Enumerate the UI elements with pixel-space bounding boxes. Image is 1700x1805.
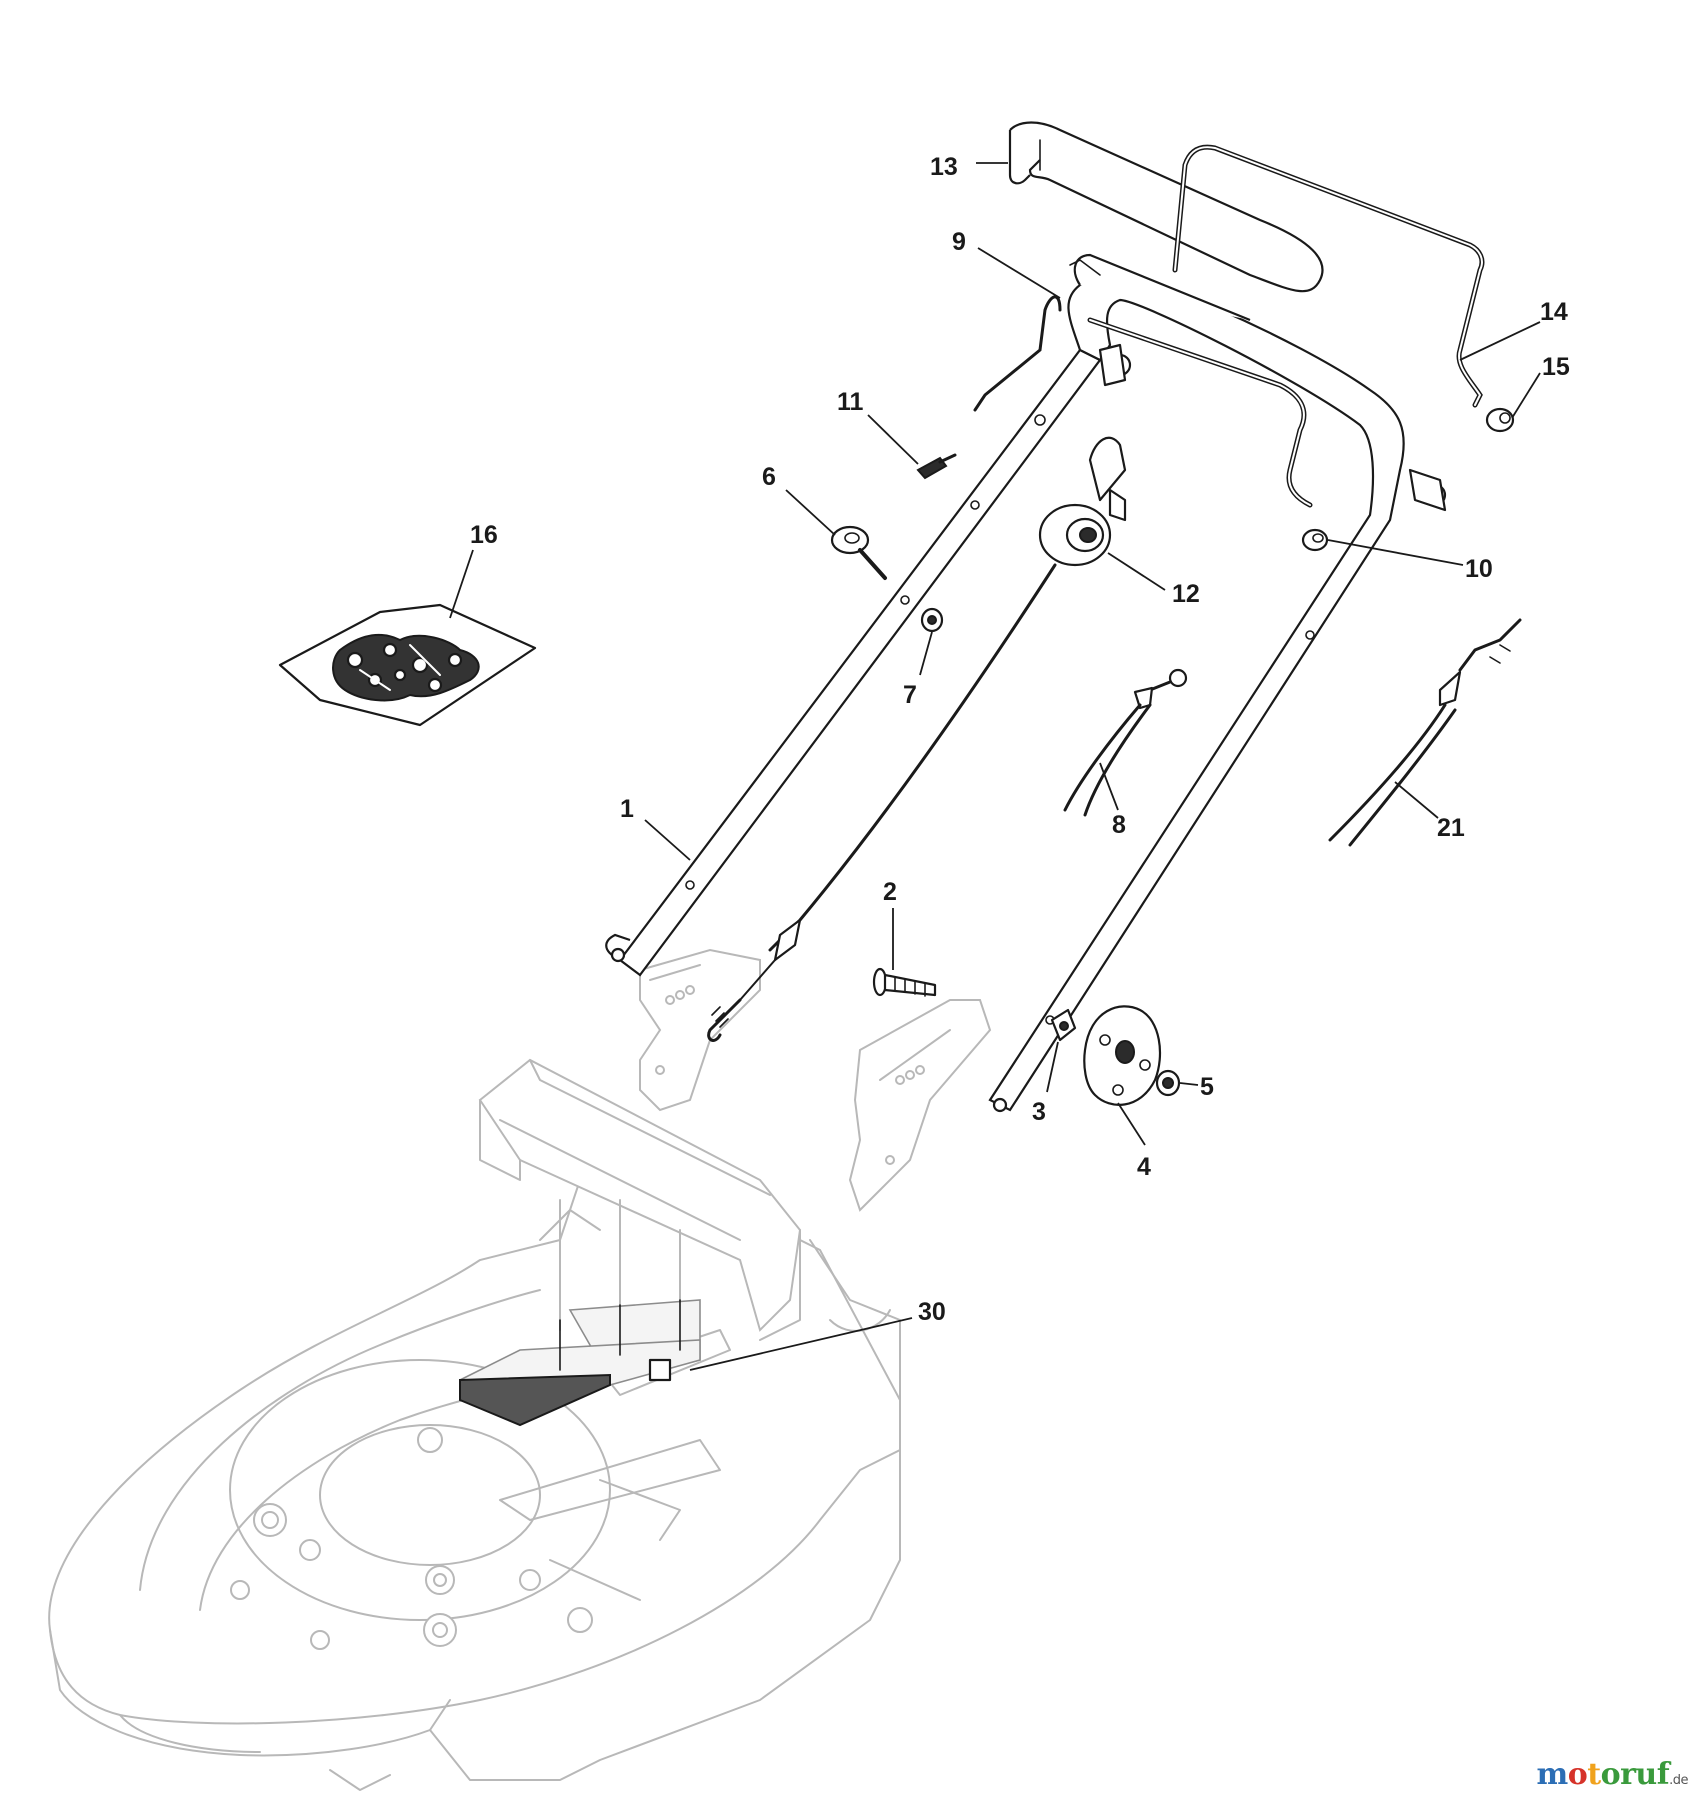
callout-3: 3 xyxy=(1032,1098,1046,1126)
part-30-flap xyxy=(459,1299,701,1427)
part-13-top-bar xyxy=(1008,121,1324,293)
part-11-screw xyxy=(916,453,957,480)
leader-8 xyxy=(1099,762,1119,811)
callout-4: 4 xyxy=(1137,1153,1151,1181)
leader-5 xyxy=(1179,1082,1199,1086)
leader-15 xyxy=(1511,372,1541,419)
callout-12: 12 xyxy=(1172,580,1200,608)
callout-7: 7 xyxy=(903,681,917,709)
callout-11: 11 xyxy=(837,388,864,416)
part-16-hardware-bag xyxy=(278,603,537,727)
part-9-upper-handle xyxy=(988,253,1447,1113)
callout-1: 1 xyxy=(620,795,634,823)
logo-tld: .de xyxy=(1669,1773,1688,1788)
leader-1 xyxy=(644,819,691,861)
logo-part-3: t xyxy=(1587,1757,1601,1792)
right-bracket xyxy=(848,999,992,1212)
callout-16: 16 xyxy=(470,521,498,549)
part-15-cap xyxy=(1485,407,1515,433)
part-12-control-lever xyxy=(707,436,1127,1042)
part-10-cap xyxy=(1301,528,1329,552)
left-bracket xyxy=(639,948,761,1112)
logo-part-1: m xyxy=(1536,1757,1568,1792)
leader-7 xyxy=(919,631,933,676)
callout-15: 15 xyxy=(1542,353,1570,381)
part-8-cable xyxy=(1063,668,1188,817)
left-wire-hook xyxy=(973,295,1062,412)
callout-6: 6 xyxy=(762,463,776,491)
leader-4 xyxy=(1117,1102,1146,1146)
callout-8: 8 xyxy=(1112,811,1126,839)
callout-21: 21 xyxy=(1437,814,1465,842)
leader-30 xyxy=(689,1317,913,1371)
leader-6 xyxy=(785,489,836,536)
callout-14: 14 xyxy=(1540,298,1568,326)
leader-lines xyxy=(449,162,1541,1371)
callout-30: 30 xyxy=(918,1298,946,1326)
leader-16 xyxy=(449,549,474,619)
leader-21 xyxy=(1394,781,1439,819)
part-6-eye-bolt xyxy=(830,525,887,580)
motoruf-logo: motoruf.de xyxy=(1536,1757,1688,1792)
part-14-bail-wire xyxy=(1172,144,1485,408)
logo-part-2: o xyxy=(1567,1757,1588,1792)
leader-9 xyxy=(977,247,1061,299)
leader-11 xyxy=(867,414,919,465)
part-2-bolt xyxy=(872,967,937,997)
part-21-cable xyxy=(1328,618,1522,847)
part-1-lower-handle-left xyxy=(605,348,1102,977)
callout-labels: 13 9 14 15 11 6 16 12 10 7 8 21 1 2 3 4 … xyxy=(470,153,1570,1326)
callout-10: 10 xyxy=(1465,555,1493,583)
leader-10 xyxy=(1327,539,1464,566)
leader-14 xyxy=(1459,321,1541,361)
logo-part-4: oruf xyxy=(1600,1757,1670,1792)
callout-9: 9 xyxy=(952,228,966,256)
callout-2: 2 xyxy=(883,878,897,906)
part-4-knob xyxy=(1083,1005,1162,1106)
part-7-nut xyxy=(920,607,944,633)
callout-13: 13 xyxy=(930,153,958,181)
part-5-nut xyxy=(1155,1069,1181,1097)
callout-5: 5 xyxy=(1200,1073,1214,1101)
right-wire xyxy=(1087,317,1313,508)
mower-deck xyxy=(48,1058,901,1791)
leader-12 xyxy=(1107,552,1166,591)
part-3-bolt xyxy=(1050,1008,1077,1042)
leader-3 xyxy=(1046,1041,1059,1093)
